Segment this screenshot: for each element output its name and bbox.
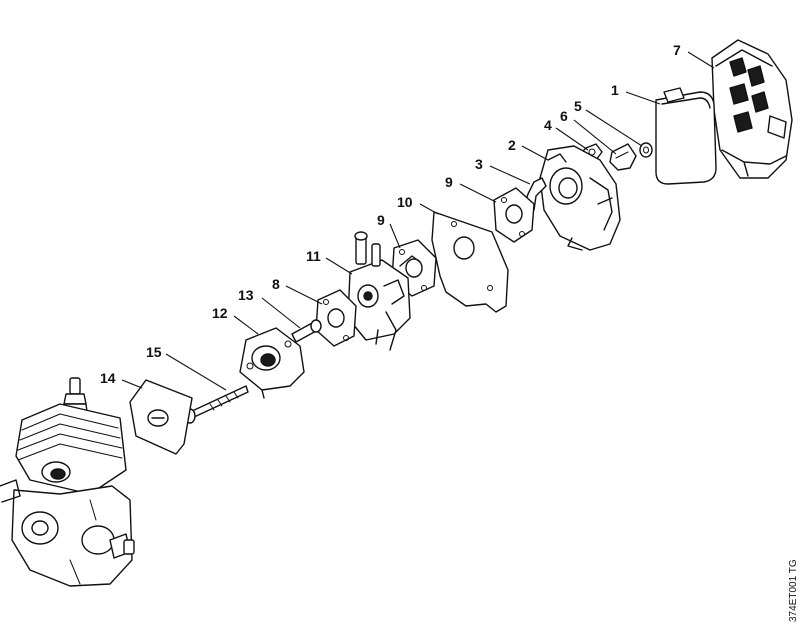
callout-1: 1 — [611, 82, 619, 98]
leader-9b — [389, 223, 401, 249]
part-10-plate[interactable] — [431, 211, 509, 313]
callout-8: 8 — [272, 276, 280, 292]
callout-2: 2 — [508, 137, 516, 153]
callout-14: 14 — [100, 370, 116, 386]
callout-11: 11 — [306, 248, 321, 264]
leader-7 — [687, 51, 715, 69]
leader-10 — [419, 203, 439, 215]
leader-2 — [521, 145, 549, 161]
leader-5 — [585, 109, 643, 147]
leader-11 — [325, 257, 353, 275]
part-5-washer[interactable] — [639, 142, 653, 158]
leader-lines — [121, 51, 715, 391]
leader-13 — [261, 297, 301, 329]
part-9-gasket-upper[interactable] — [493, 187, 535, 243]
leader-12 — [233, 315, 259, 335]
callout-9a: 9 — [445, 174, 453, 190]
callout-7: 7 — [673, 42, 681, 58]
callout-labels: 1 2 3 4 5 6 7 8 9 9 10 11 12 13 14 15 — [100, 42, 681, 386]
leader-3 — [489, 165, 531, 185]
part-15-long-bolt[interactable] — [184, 385, 249, 424]
leader-1 — [625, 91, 661, 105]
leader-8 — [285, 285, 323, 305]
leader-6 — [573, 119, 617, 155]
callout-10: 10 — [397, 194, 413, 210]
part-7-filter-cover[interactable] — [711, 39, 793, 179]
callout-12: 12 — [212, 305, 228, 321]
leader-14 — [121, 379, 143, 389]
drawing-code: 374ET001 TG — [788, 559, 799, 622]
callout-15: 15 — [146, 344, 162, 360]
part-1-air-filter[interactable] — [655, 87, 717, 185]
callout-3: 3 — [475, 156, 483, 172]
part-11-carburetor[interactable] — [347, 231, 421, 351]
callout-5: 5 — [574, 98, 582, 114]
callout-4: 4 — [544, 117, 552, 133]
part-13-screw[interactable] — [291, 319, 322, 343]
callout-6: 6 — [560, 108, 568, 124]
leader-15 — [165, 353, 227, 391]
leader-4 — [555, 127, 589, 151]
engine-assembly — [0, 377, 135, 587]
part-12-intake-manifold[interactable] — [239, 327, 305, 399]
part-14-gasket-plate[interactable] — [129, 379, 193, 455]
callout-9b: 9 — [377, 212, 385, 228]
callout-13: 13 — [238, 287, 254, 303]
leader-9a — [459, 183, 497, 203]
part-2-carburetor-box[interactable] — [539, 145, 621, 251]
part-6-clip[interactable] — [609, 143, 637, 171]
